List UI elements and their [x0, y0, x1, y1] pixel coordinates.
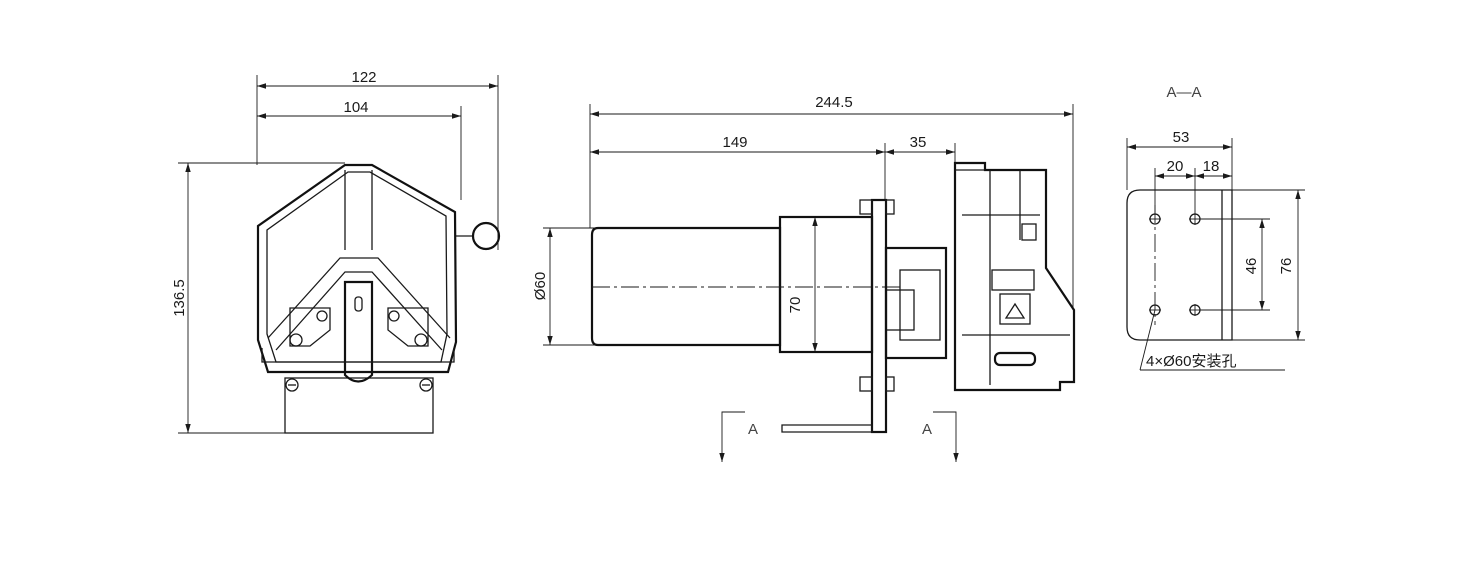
side-view: 244.5 149 35 Ø60 70	[532, 94, 1076, 462]
dim-104-label: 104	[343, 99, 368, 116]
dim-136-label: 136.5	[171, 279, 188, 317]
dimension-head-depth: 35	[885, 134, 956, 165]
dim-122-label: 122	[351, 69, 376, 86]
pump-head-front	[256, 163, 501, 434]
dimension-flange-height: 70	[787, 217, 818, 352]
section-mark-left: A	[719, 411, 758, 462]
section-mark-right: A	[922, 411, 959, 462]
dimension-height-overall: 136.5	[171, 162, 345, 434]
dim-diameter-label: Ø60	[532, 272, 549, 300]
hole-note-label: 4×Ø60安装孔	[1146, 353, 1236, 370]
section-left-label: A	[748, 421, 758, 438]
motor-body	[590, 215, 900, 354]
section-view: A—A 53 20 18	[1126, 84, 1305, 371]
dimension-length-overall: 244.5	[589, 94, 1074, 310]
section-right-label: A	[922, 421, 932, 438]
bracket-section-plate	[1126, 189, 1233, 341]
dimension-hole-spacing: 46	[1201, 218, 1270, 311]
dimension-width-overall: 122	[256, 69, 499, 250]
hole-note-leader: 4×Ø60安装孔	[1139, 309, 1285, 371]
mounting-bracket	[781, 198, 915, 434]
dim-46-label: 46	[1243, 258, 1260, 275]
dimension-motor-length: 149	[590, 134, 886, 200]
dimension-motor-diameter: Ø60	[532, 227, 598, 346]
dimension-section-height: 76	[1232, 189, 1305, 341]
front-view: 122 104 136.5	[171, 69, 501, 434]
dimension-hole-offsets: 20 18	[1154, 158, 1232, 215]
section-title: A—A	[1166, 84, 1201, 101]
dim-244-label: 244.5	[815, 94, 853, 111]
dim-76-label: 76	[1278, 258, 1295, 275]
dim-18-label: 18	[1203, 158, 1220, 175]
dim-149-label: 149	[722, 134, 747, 151]
dimension-section-width: 53	[1126, 129, 1233, 190]
dimension-width-head: 104	[257, 99, 462, 200]
dim-70-label: 70	[787, 297, 804, 314]
pump-head-side	[884, 161, 1076, 392]
dim-53-label: 53	[1173, 129, 1190, 146]
dim-20-label: 20	[1167, 158, 1184, 175]
dim-35-label: 35	[910, 134, 927, 151]
